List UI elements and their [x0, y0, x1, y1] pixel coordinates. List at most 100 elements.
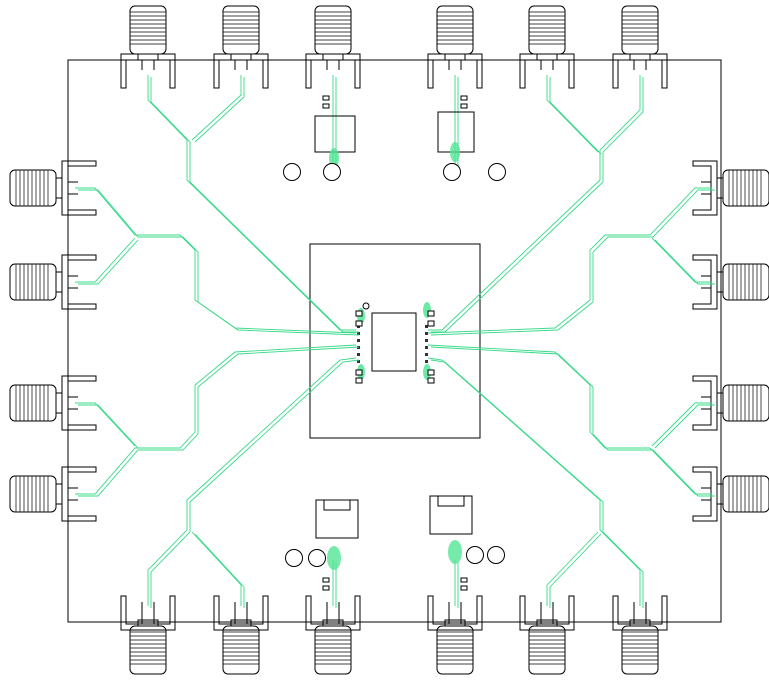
board-outline [67, 59, 722, 623]
barrel [722, 475, 769, 513]
rf-trace [546, 75, 599, 153]
rf-trace [75, 237, 136, 283]
smd-pad [423, 364, 431, 380]
barrel [222, 625, 260, 675]
chip-pin-right [425, 353, 428, 356]
flange [427, 53, 483, 89]
barrel-neck [716, 392, 724, 414]
rf-trace [546, 531, 599, 606]
rectangular-part-notch [437, 495, 465, 507]
rectangular-part [315, 499, 359, 539]
barrel [621, 5, 659, 55]
flange [692, 254, 718, 310]
barrel-neck [230, 619, 252, 627]
barrel [9, 169, 57, 207]
rf-trace-pair [150, 77, 359, 333]
barrel-neck [629, 53, 651, 61]
rf-trace [427, 357, 641, 606]
rf-trace-pair [150, 359, 360, 608]
chip-pin-right [425, 325, 428, 328]
mounting-hole [488, 163, 506, 181]
rectangular-part [429, 495, 473, 535]
barrel [722, 263, 769, 301]
barrel-neck [322, 53, 344, 61]
barrel [436, 5, 474, 55]
sma-connector-top-5 [519, 5, 575, 89]
rf-trace-pair [194, 77, 245, 143]
barrel [436, 625, 474, 675]
rf-trace [147, 357, 357, 606]
barrel-neck [322, 619, 344, 627]
rf-trace-pair [549, 533, 602, 608]
rf-trace-pair [78, 189, 360, 336]
barrel [722, 384, 769, 422]
barrel-neck [716, 177, 724, 199]
smd-pad-outline [355, 377, 363, 384]
rf-trace-pair [430, 346, 715, 497]
smd-pad-outline [427, 310, 435, 317]
barrel [9, 384, 57, 422]
sma-connector-bottom-1 [120, 595, 176, 675]
chip-pin-left [357, 332, 360, 335]
smd-pad-outline [322, 577, 330, 583]
sma-connector-left-3 [9, 375, 97, 431]
barrel-neck [55, 392, 63, 414]
flange [61, 254, 97, 310]
chip-pin-left [357, 346, 360, 349]
rf-trace [427, 187, 712, 334]
smd-pad [329, 148, 339, 168]
sma-connector-bottom-4 [427, 595, 483, 675]
barrel-neck [716, 271, 724, 293]
smd-pad-outline [427, 320, 435, 327]
barrel [621, 625, 659, 675]
rf-trace-pair [430, 189, 715, 336]
smd-pad [450, 142, 460, 162]
barrel-neck [536, 53, 558, 61]
sma-connector-top-3 [305, 5, 361, 89]
barrel-neck [55, 483, 63, 505]
rf-trace-pair [654, 404, 715, 449]
barrel [9, 263, 57, 301]
chip-pin-left [357, 353, 360, 356]
sma-connector-bottom-3 [305, 595, 361, 675]
smd-pad-outline [460, 585, 468, 591]
rf-trace-pair [78, 404, 139, 449]
barrel-neck [230, 53, 252, 61]
mounting-hole [285, 549, 303, 567]
barrel-neck [137, 619, 159, 627]
barrel [314, 625, 352, 675]
barrel-neck [55, 271, 63, 293]
chip-pin-left [357, 339, 360, 342]
smd-pad-outline [427, 369, 435, 376]
flange [519, 53, 575, 89]
rectangular-part [314, 115, 356, 153]
sma-connector-bottom-6 [612, 595, 668, 675]
smd-pad-outline [355, 320, 363, 327]
sma-connector-top-1 [120, 5, 176, 89]
flange [612, 53, 668, 89]
rf-trace-pair [194, 533, 245, 608]
chip-pin-right [425, 339, 428, 342]
flange [213, 53, 269, 89]
flange [305, 53, 361, 89]
smd-pad [327, 546, 341, 570]
flange [427, 595, 483, 631]
rf-trace-pair [549, 77, 602, 155]
barrel [528, 625, 566, 675]
rf-trace [75, 402, 136, 447]
flange [61, 160, 97, 216]
rf-trace [191, 75, 242, 141]
smd-pad [448, 540, 462, 564]
sma-connector-top-6 [612, 5, 668, 89]
flange [213, 595, 269, 631]
flange [120, 595, 176, 631]
sma-connector-right-4 [692, 466, 769, 522]
smd-pad-outline [460, 103, 468, 109]
sma-connector-bottom-5 [519, 595, 575, 675]
rf-trace [428, 75, 641, 331]
sma-connector-right-3 [692, 375, 769, 431]
rf-trace-pair [430, 359, 644, 608]
chip [371, 312, 417, 372]
flange [692, 466, 718, 522]
mounting-hole [487, 546, 505, 564]
